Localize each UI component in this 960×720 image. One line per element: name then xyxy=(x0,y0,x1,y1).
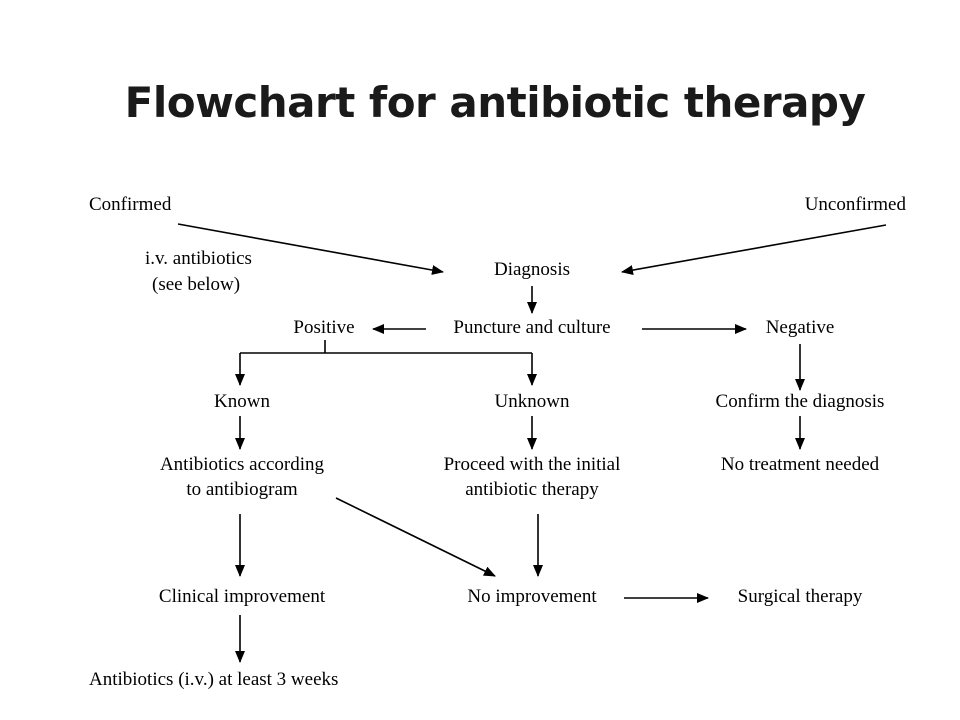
node-clinical-improvement: Clinical improvement xyxy=(158,586,326,607)
edge-unconfirmed-to-diagnosis xyxy=(621,224,887,275)
node-antibiogram-line2: to antibiogram xyxy=(186,479,298,500)
node-unknown: Unknown xyxy=(494,391,570,412)
page-title: Flowchart for antibiotic therapy xyxy=(124,78,866,127)
node-antibiogram-line1: Antibiotics according xyxy=(159,454,325,475)
node-surgical-therapy: Surgical therapy xyxy=(737,586,863,607)
node-puncture-culture: Puncture and culture xyxy=(453,317,611,338)
node-no-improvement: No improvement xyxy=(467,586,597,607)
node-diagnosis: Diagnosis xyxy=(494,259,570,280)
edge-confirmed-to-diagnosis xyxy=(177,223,444,275)
node-confirm-diagnosis: Confirm the diagnosis xyxy=(715,391,885,412)
node-antibiotics-3-weeks: Antibiotics (i.v.) at least 3 weeks xyxy=(89,669,339,690)
node-known: Known xyxy=(214,391,270,412)
node-unconfirmed: Unconfirmed xyxy=(804,194,906,215)
node-positive: Positive xyxy=(293,317,355,338)
node-iv-antibiotics-line2: (see below) xyxy=(152,274,241,295)
node-no-treatment: No treatment needed xyxy=(720,454,880,475)
node-initial-therapy-line1: Proceed with the initial xyxy=(443,454,621,475)
node-negative: Negative xyxy=(765,317,835,338)
node-confirmed: Confirmed xyxy=(89,194,172,215)
node-iv-antibiotics-line1: i.v. antibiotics xyxy=(145,248,252,269)
edge-antibiogram-to-no-improvement xyxy=(335,497,496,577)
node-initial-therapy-line2: antibiotic therapy xyxy=(465,479,599,500)
